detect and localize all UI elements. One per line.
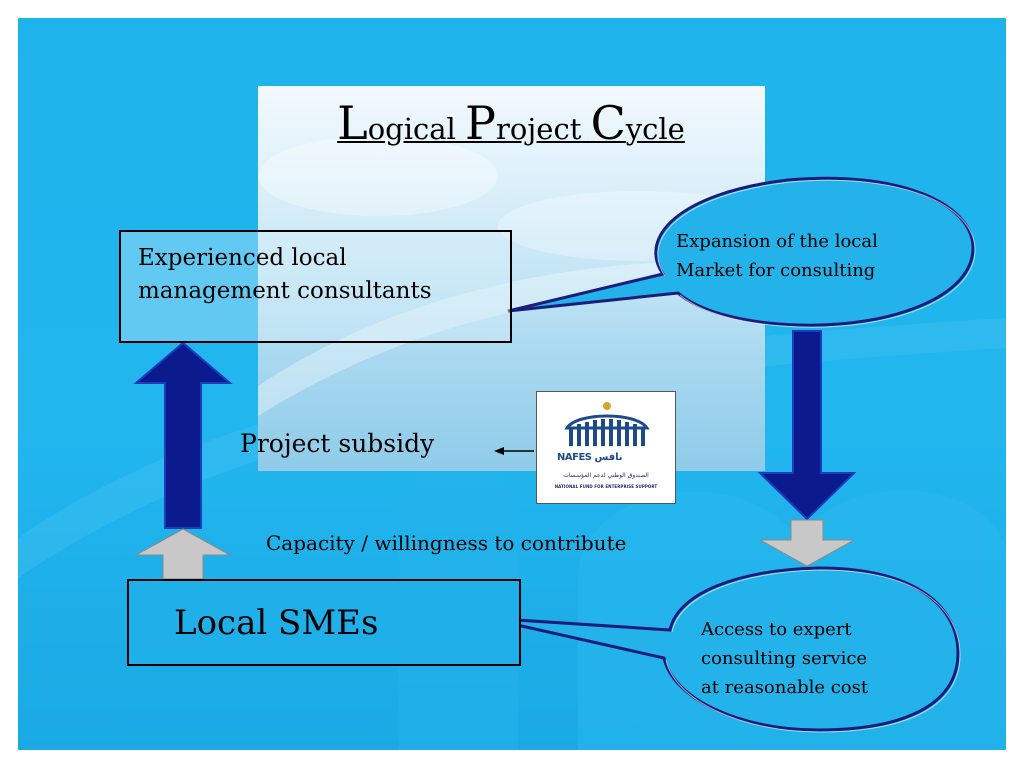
nafes-tagline: NATIONAL FUND FOR ENTERPRISE SUPPORT: [554, 484, 658, 489]
title-cap-1: L: [337, 96, 368, 150]
slide-title: Logical Project Cycle: [276, 96, 746, 150]
title-rest-1: ogical: [367, 112, 466, 146]
title-cap-2: P: [465, 96, 496, 150]
up-arrow-gray: [135, 528, 231, 580]
expansion-bubble-text: Expansion of the local Market for consul…: [676, 227, 878, 285]
down-arrow-gray: [759, 519, 855, 567]
access-line-3: at reasonable cost: [701, 677, 869, 698]
title-rest-3: ycle: [625, 112, 685, 146]
consultants-line-1: Experienced local: [138, 245, 347, 271]
access-bubble-text: Access to expert consulting service at r…: [701, 615, 868, 702]
project-subsidy-label: Project subsidy: [240, 429, 435, 458]
up-arrow-blue: [133, 341, 233, 529]
access-bubble-inner: [665, 569, 961, 733]
nafes-name-en: NAFES: [557, 452, 592, 463]
smes-label: Local SMEs: [174, 603, 379, 643]
smes-box: Local SMEs: [127, 579, 521, 666]
nafes-crown-icon: [564, 402, 650, 446]
consultants-line-2: management consultants: [138, 278, 432, 304]
access-line-1: Access to expert: [701, 619, 852, 640]
expansion-bubble: [507, 176, 975, 327]
expansion-bubble-inner: [657, 179, 976, 328]
capacity-label: Capacity / willingness to contribute: [266, 531, 627, 555]
consultants-box: Experienced local management consultants: [119, 230, 512, 343]
down-arrow-blue-body: [757, 330, 857, 521]
title-cap-3: C: [590, 96, 626, 150]
slide: Logical Project Cycle Experienced local …: [18, 18, 1006, 750]
expansion-line-1: Expansion of the local: [676, 231, 878, 252]
nafes-name: NAFES نافس: [557, 452, 623, 463]
nafes-logo: NAFES نافس الصندوق الوطني لدعم المؤسسات …: [536, 391, 676, 504]
nafes-name-ar: نافس: [594, 452, 623, 463]
subsidy-arrowhead: [494, 447, 504, 455]
diagram-arrows: [133, 176, 976, 733]
access-bubble: [485, 566, 960, 732]
nafes-arabic-tagline: الصندوق الوطني لدعم المؤسسات: [563, 472, 649, 479]
access-line-2: consulting service: [701, 648, 868, 669]
expansion-line-2: Market for consulting: [676, 260, 876, 281]
title-rest-2: roject: [495, 112, 591, 146]
consultants-text: Experienced local management consultants: [138, 242, 432, 308]
